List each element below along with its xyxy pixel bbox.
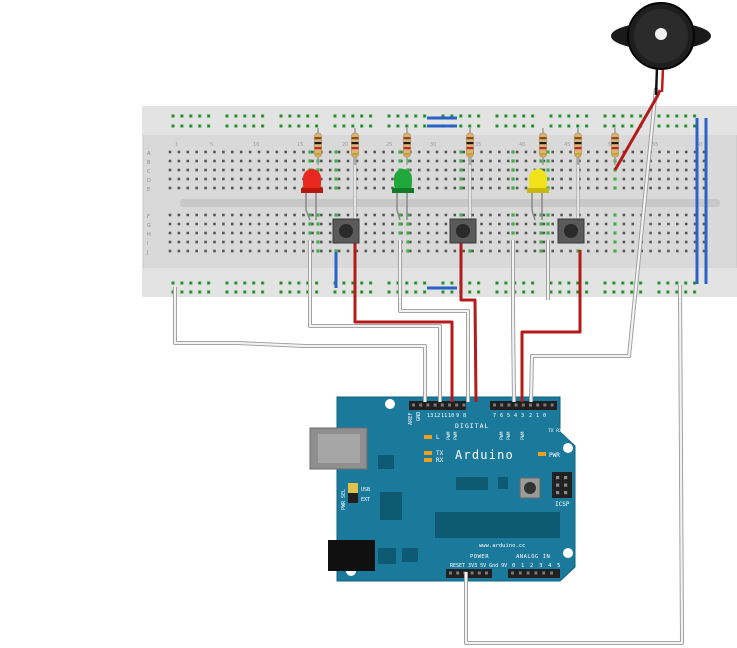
pin-label-8: 8 <box>463 413 466 419</box>
led-label-l: L <box>436 434 440 441</box>
leds <box>301 169 549 221</box>
row-letter-e: E <box>147 187 150 193</box>
red-led <box>301 169 323 221</box>
power-label: POWER <box>470 554 489 560</box>
resistor <box>574 128 582 165</box>
analog-pin-labels: 0 1 2 3 4 5 <box>512 563 562 569</box>
wires <box>173 87 708 645</box>
column-number: 25 <box>386 142 392 148</box>
piezo-buzzer <box>611 2 711 96</box>
pwm-label: PWM <box>499 431 505 440</box>
digital-header-left <box>409 401 466 410</box>
pin-label-gnd: GND <box>416 412 422 421</box>
row-letter-d: D <box>147 178 151 184</box>
row-letter-i: I <box>147 241 148 247</box>
ext-label: EXT <box>361 497 370 503</box>
column-number: 55 <box>652 142 658 148</box>
resistors <box>314 128 619 165</box>
column-number: 60 <box>696 142 702 148</box>
column-number: 45 <box>564 142 570 148</box>
pin-label-1: 1 <box>536 413 539 419</box>
yellow-led <box>527 169 549 221</box>
column-number: 5 <box>210 142 213 148</box>
column-number: 50 <box>608 142 614 148</box>
resistor <box>539 128 547 165</box>
mounting-hole <box>563 443 573 453</box>
pin-label-3: 3 <box>521 413 524 419</box>
digital-label: DIGITAL <box>455 422 489 430</box>
column-number: 20 <box>342 142 348 148</box>
resistor <box>611 128 619 165</box>
pin-label-11: 11 <box>441 413 447 419</box>
led-pwr-indicator <box>538 452 546 456</box>
pin-label-aref: AREF <box>408 413 414 426</box>
column-number: 10 <box>253 142 259 148</box>
column-number: 1 <box>175 142 178 148</box>
column-numbers: 1 5 10 15 20 25 30 35 40 45 50 55 60 <box>175 142 702 148</box>
usb-label: USB <box>361 487 370 493</box>
pin-label-10: 10 <box>448 413 454 419</box>
led-label-pwr: PWR <box>549 452 560 459</box>
row-letter-b: B <box>147 160 151 166</box>
column-number: 15 <box>297 142 303 148</box>
column-number: 30 <box>430 142 436 148</box>
pin-label-5: 5 <box>507 413 510 419</box>
arduino-logo: Arduino <box>455 448 514 462</box>
icsp-header <box>552 472 572 498</box>
row-letter-f: F <box>147 214 150 220</box>
column-number: 40 <box>519 142 525 148</box>
push-button <box>449 218 477 244</box>
push-buttons <box>332 218 585 244</box>
pin-label-12: 12 <box>434 413 440 419</box>
arduino-url: www.arduino.cc <box>479 543 525 549</box>
column-number: 35 <box>475 142 481 148</box>
pin-label-6: 6 <box>500 413 503 419</box>
row-letter-a: A <box>147 151 151 157</box>
microcontroller-chip <box>435 512 560 538</box>
breadboard: A B C D E F G H I J 1 5 10 15 20 25 30 3… <box>142 106 737 297</box>
pin-label-2: 2 <box>529 413 532 419</box>
push-button <box>557 218 585 244</box>
arduino-board: AREF GND 13 12 11 10 9 8 7 6 5 4 3 2 1 0… <box>309 396 576 582</box>
pin-label-4: 4 <box>514 413 517 419</box>
pin-label-0: 0 <box>543 413 546 419</box>
resistor <box>466 128 474 165</box>
pwr-sel-label: PWR SEL <box>341 489 347 510</box>
pwm-label: PWM <box>520 431 526 440</box>
tx-rx-label: TX RX <box>548 428 562 434</box>
pin-label-7: 7 <box>493 413 496 419</box>
led-l-indicator <box>424 435 432 439</box>
row-letters-top: A B C D E <box>147 151 151 193</box>
mounting-hole <box>385 399 395 409</box>
pwm-label: PWM <box>506 431 512 440</box>
pin-label-9: 9 <box>456 413 459 419</box>
row-letters-bottom: F G H I J <box>146 214 151 256</box>
pin-label-13: 13 <box>427 413 433 419</box>
mounting-hole <box>563 548 573 558</box>
resistor <box>314 128 322 165</box>
row-letter-g: G <box>147 223 151 229</box>
analog-in-label: ANALOG IN <box>516 554 550 560</box>
pwm-label: PWM <box>446 431 452 440</box>
led-label-tx: TX <box>436 450 444 457</box>
row-letter-j: J <box>146 250 148 256</box>
power-pin-labels: RESET 3V3 5V Gnd 9V <box>450 563 507 569</box>
led-rx-indicator <box>424 458 432 462</box>
resistor <box>351 128 359 165</box>
pwm-label: PWM <box>453 431 459 440</box>
led-tx-indicator <box>424 451 432 455</box>
resistor <box>403 128 411 165</box>
power-header <box>446 569 492 578</box>
row-letter-h: H <box>147 232 151 238</box>
led-label-rx: RX <box>436 457 444 464</box>
power-jack <box>328 540 375 571</box>
row-letter-c: C <box>147 169 151 175</box>
analog-header <box>508 569 560 578</box>
icsp-label: ICSP <box>555 501 570 508</box>
green-led <box>392 169 414 221</box>
push-button <box>332 218 360 244</box>
